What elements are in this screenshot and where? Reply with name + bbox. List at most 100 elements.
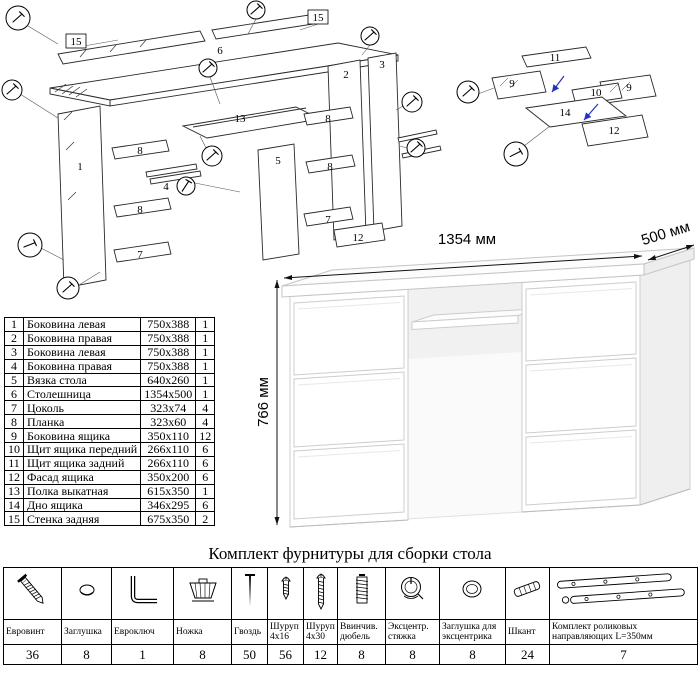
part-name-cell: Боковина ящика bbox=[22, 428, 142, 444]
part-name-cell: Боковина левая bbox=[22, 344, 142, 360]
part-number-cell: 1 bbox=[4, 317, 24, 332]
part-size-cell: 323x60 bbox=[140, 414, 197, 430]
part-number-label: 6 bbox=[217, 45, 223, 57]
part-size-cell: 750x388 bbox=[140, 317, 197, 332]
hardware-icon-cell bbox=[303, 567, 338, 620]
part-size-cell: 350x110 bbox=[140, 428, 197, 444]
hardware-qty-cell: 1 bbox=[111, 644, 174, 665]
desk-height-dimension: 766 мм bbox=[255, 377, 272, 427]
drawer-front bbox=[525, 357, 637, 434]
part-number-label: 13 bbox=[235, 113, 247, 125]
part-number-cell: 2 bbox=[4, 330, 24, 346]
hardware-icon-cell bbox=[3, 567, 62, 620]
exploded-desk-parts bbox=[49, 12, 442, 289]
hardware-label-cell: Шуруп 4x16 bbox=[267, 619, 304, 645]
part-number-cell: 10 bbox=[4, 442, 24, 457]
part-number-label: 15 bbox=[313, 12, 325, 24]
part-number-labels: 11 9 9 10 14 12 bbox=[509, 52, 632, 137]
hardware-icon-cell bbox=[385, 567, 440, 620]
right-pedestal bbox=[521, 258, 691, 513]
threaded-dowel-icon bbox=[355, 574, 368, 604]
part-qty-cell: 1 bbox=[195, 344, 216, 360]
leader-lines bbox=[477, 87, 551, 147]
part-qty-cell: 1 bbox=[195, 358, 216, 374]
part-qty-cell: 1 bbox=[195, 317, 216, 332]
part-qty-cell: 1 bbox=[195, 330, 216, 346]
part-name-cell: Боковина правая bbox=[22, 330, 142, 346]
part-size-cell: 640x260 bbox=[140, 372, 197, 388]
hardware-label-cell: Ввинчив. дюбель bbox=[337, 619, 386, 645]
hardware-icon-cell bbox=[173, 567, 232, 620]
hardware-qty-cell: 8 bbox=[173, 644, 232, 665]
part-qty-cell: 4 bbox=[195, 400, 216, 416]
drawer-slides-icon bbox=[556, 573, 685, 604]
hardware-qty-cell: 50 bbox=[231, 644, 268, 665]
part-name-cell: Столешница bbox=[22, 386, 142, 402]
part-number-cell: 9 bbox=[4, 428, 24, 444]
hardware-labels-row: Евровинт Заглушка Евроключ Ножка Гвоздь … bbox=[3, 619, 698, 645]
part-name-cell: Цоколь bbox=[22, 400, 142, 416]
drawer-front bbox=[293, 443, 405, 520]
part-name-cell: Фасад ящика bbox=[22, 469, 142, 485]
part-number-label: 10 bbox=[591, 87, 603, 99]
part-size-cell: 346x295 bbox=[140, 497, 197, 513]
assembly-diagram-main: 15 6 15 1 8 4 8 7 13 5 2 3 8 8 7 12 bbox=[1, 0, 442, 300]
part-number-cell: 13 bbox=[4, 483, 24, 499]
part-number-label: 12 bbox=[609, 125, 620, 137]
part-number-label: 9 bbox=[509, 78, 515, 90]
hardware-qty-cell: 56 bbox=[267, 644, 304, 665]
part-number-label: 9 bbox=[626, 82, 632, 94]
part-number-label: 8 bbox=[325, 113, 331, 125]
hardware-icons-row bbox=[3, 567, 698, 620]
hardware-qty-cell: 24 bbox=[505, 644, 550, 665]
part-number-label: 11 bbox=[550, 52, 561, 64]
floor-line bbox=[289, 488, 691, 528]
drawer-front bbox=[525, 429, 637, 506]
desktop-panel bbox=[281, 247, 695, 298]
drawer-front bbox=[293, 371, 405, 448]
left-pedestal bbox=[289, 288, 409, 528]
hardware-qty-cell: 7 bbox=[549, 644, 698, 665]
leader-lines bbox=[19, 18, 408, 286]
hardware-icon-cell bbox=[439, 567, 506, 620]
part-number-label: 8 bbox=[327, 161, 333, 173]
part-size-cell: 350x200 bbox=[140, 469, 197, 485]
assembly-diagram-drawer: 11 9 9 10 14 12 bbox=[456, 46, 657, 167]
part-name-cell: Полка выкатная bbox=[22, 483, 142, 499]
hardware-label-cell: Евровинт bbox=[3, 619, 62, 645]
hardware-qty-cell: 12 bbox=[303, 644, 338, 665]
part-qty-cell: 6 bbox=[195, 497, 216, 513]
drawer-front bbox=[293, 295, 405, 376]
hardware-label-cell: Ножка bbox=[173, 619, 232, 645]
part-number-cell: 8 bbox=[4, 414, 24, 430]
part-number-cell: 11 bbox=[4, 455, 24, 471]
hatching bbox=[499, 77, 631, 93]
hardware-label-cell: Заглушка bbox=[61, 619, 112, 645]
hardware-label-cell: Шуруп 4x30 bbox=[303, 619, 338, 645]
part-size-cell: 266x110 bbox=[140, 442, 197, 457]
desk-render: 1354 мм 500 мм 766 мм bbox=[255, 222, 695, 528]
part-size-cell: 1354x500 bbox=[140, 386, 197, 402]
part-name-cell: Стенка задняя bbox=[22, 511, 142, 527]
part-number-label: 7 bbox=[325, 214, 331, 226]
part-qty-cell: 12 bbox=[195, 428, 216, 444]
furniture-leg-icon bbox=[188, 578, 217, 602]
part-name-cell: Вязка стола bbox=[22, 372, 142, 388]
part-number-label: 2 bbox=[343, 69, 349, 81]
exploded-drawer-parts bbox=[491, 46, 657, 147]
part-name-cell: Боковина правая bbox=[22, 358, 142, 374]
part-name-cell: Планка bbox=[22, 414, 142, 430]
part-number-label: 12 bbox=[353, 232, 364, 244]
cap-plug-icon bbox=[79, 584, 94, 596]
